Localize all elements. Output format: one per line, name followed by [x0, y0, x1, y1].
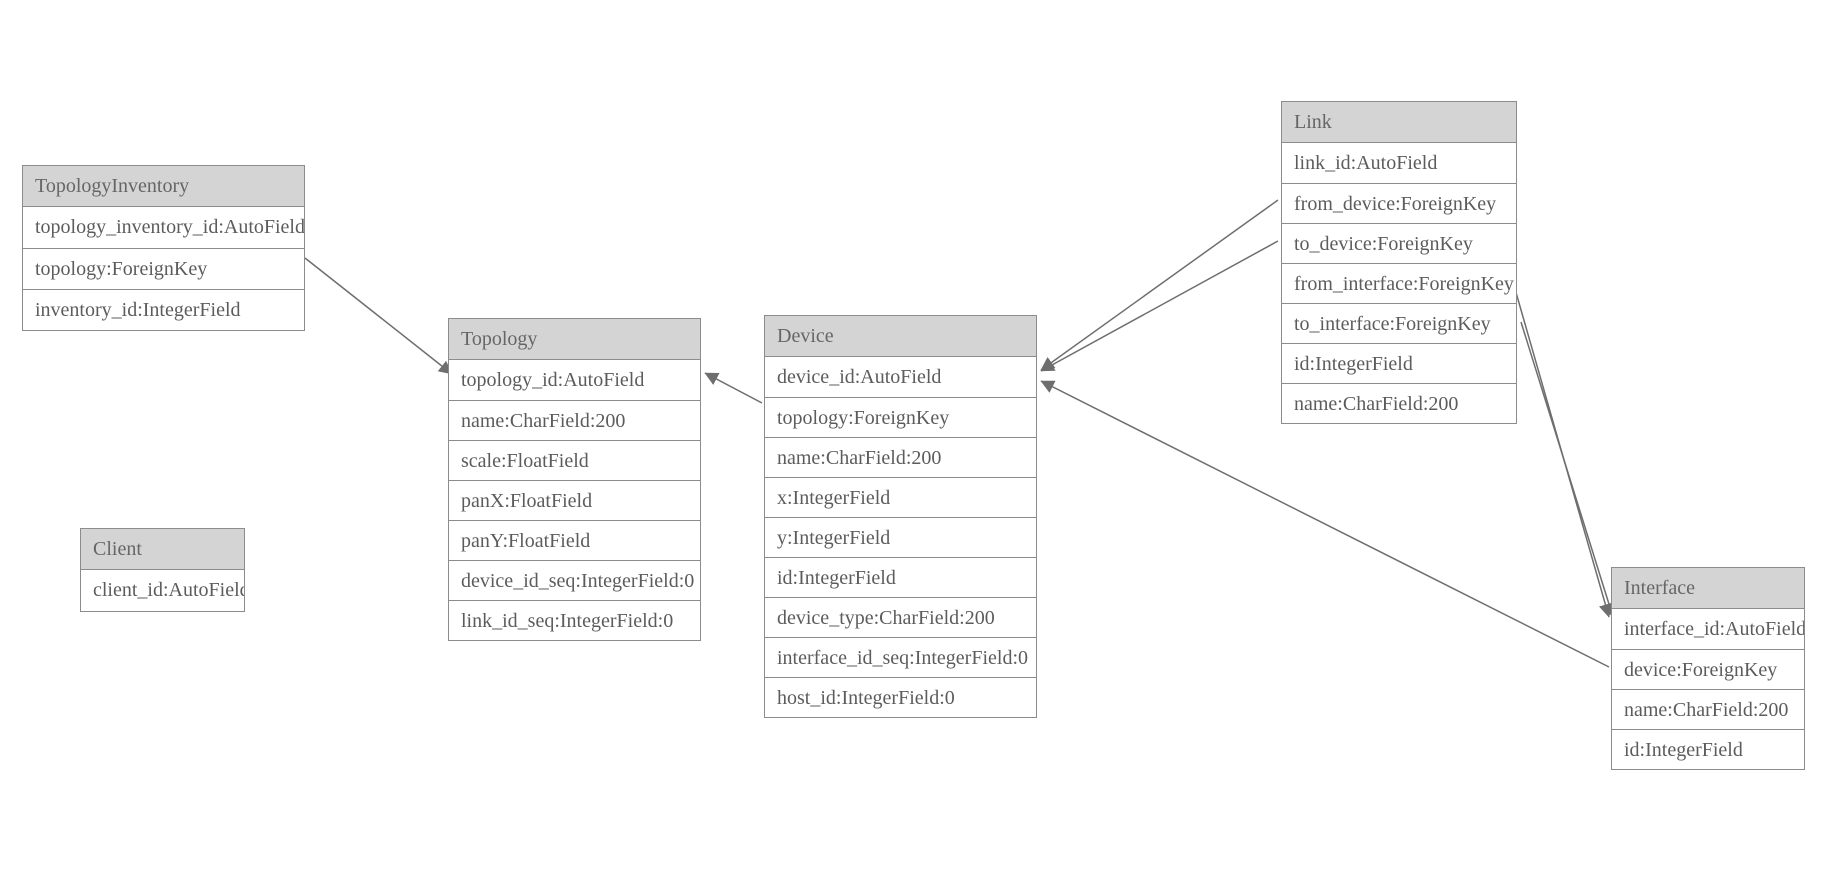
entity-title-interface: Interface [1612, 568, 1804, 609]
entity-title-topology-inventory: TopologyInventory [23, 166, 304, 207]
entity-title-link: Link [1282, 102, 1516, 143]
field-row[interactable]: interface_id:AutoField [1612, 609, 1804, 649]
field-row[interactable]: topology_id:AutoField [449, 360, 700, 400]
relationship-edge-link-to_interface-to-interface [1520, 321, 1616, 618]
field-row[interactable]: topology_inventory_id:AutoField [23, 207, 304, 248]
field-row[interactable]: name:CharField:200 [1282, 383, 1516, 423]
field-row[interactable]: panX:FloatField [449, 480, 700, 520]
field-row[interactable]: inventory_id:IntegerField [23, 289, 304, 330]
field-row[interactable]: link_id:AutoField [1282, 143, 1516, 183]
field-row[interactable]: device:ForeignKey [1612, 649, 1804, 689]
field-row[interactable]: from_device:ForeignKey [1282, 183, 1516, 223]
field-row[interactable]: to_interface:ForeignKey [1282, 303, 1516, 343]
field-row[interactable]: from_interface:ForeignKey [1282, 263, 1516, 303]
field-row[interactable]: id:IntegerField [1612, 729, 1804, 769]
relationship-edge-link-to_device-to-device [1040, 240, 1279, 372]
field-row[interactable]: device_type:CharField:200 [765, 597, 1036, 637]
relationship-edge-device-to-topology [704, 372, 763, 404]
field-row[interactable]: y:IntegerField [765, 517, 1036, 557]
relationship-edge-link-from_interface-to-interface [1512, 281, 1612, 618]
field-row[interactable]: x:IntegerField [765, 477, 1036, 517]
field-row[interactable]: topology:ForeignKey [765, 397, 1036, 437]
field-row[interactable]: interface_id_seq:IntegerField:0 [765, 637, 1036, 677]
entity-title-client: Client [81, 529, 244, 570]
field-row[interactable]: id:IntegerField [765, 557, 1036, 597]
field-row[interactable]: name:CharField:200 [765, 437, 1036, 477]
field-row[interactable]: name:CharField:200 [449, 400, 700, 440]
field-row[interactable]: client_id:AutoField [81, 570, 244, 611]
field-row[interactable]: link_id_seq:IntegerField:0 [449, 600, 700, 640]
field-row[interactable]: to_device:ForeignKey [1282, 223, 1516, 263]
field-row[interactable]: device_id_seq:IntegerField:0 [449, 560, 700, 600]
field-row[interactable]: id:IntegerField [1282, 343, 1516, 383]
field-row[interactable]: device_id:AutoField [765, 357, 1036, 397]
entity-title-device: Device [765, 316, 1036, 357]
field-row[interactable]: name:CharField:200 [1612, 689, 1804, 729]
entity-title-topology: Topology [449, 319, 700, 360]
field-row[interactable]: topology:ForeignKey [23, 248, 304, 289]
field-row[interactable]: scale:FloatField [449, 440, 700, 480]
relationship-edge-topologyinventory-to-topology [304, 257, 453, 375]
relationship-edge-link-from_device-to-device [1040, 199, 1279, 371]
field-row[interactable]: host_id:IntegerField:0 [765, 677, 1036, 717]
entity-fields-client: client_id:AutoField [81, 570, 244, 611]
field-row[interactable]: panY:FloatField [449, 520, 700, 560]
